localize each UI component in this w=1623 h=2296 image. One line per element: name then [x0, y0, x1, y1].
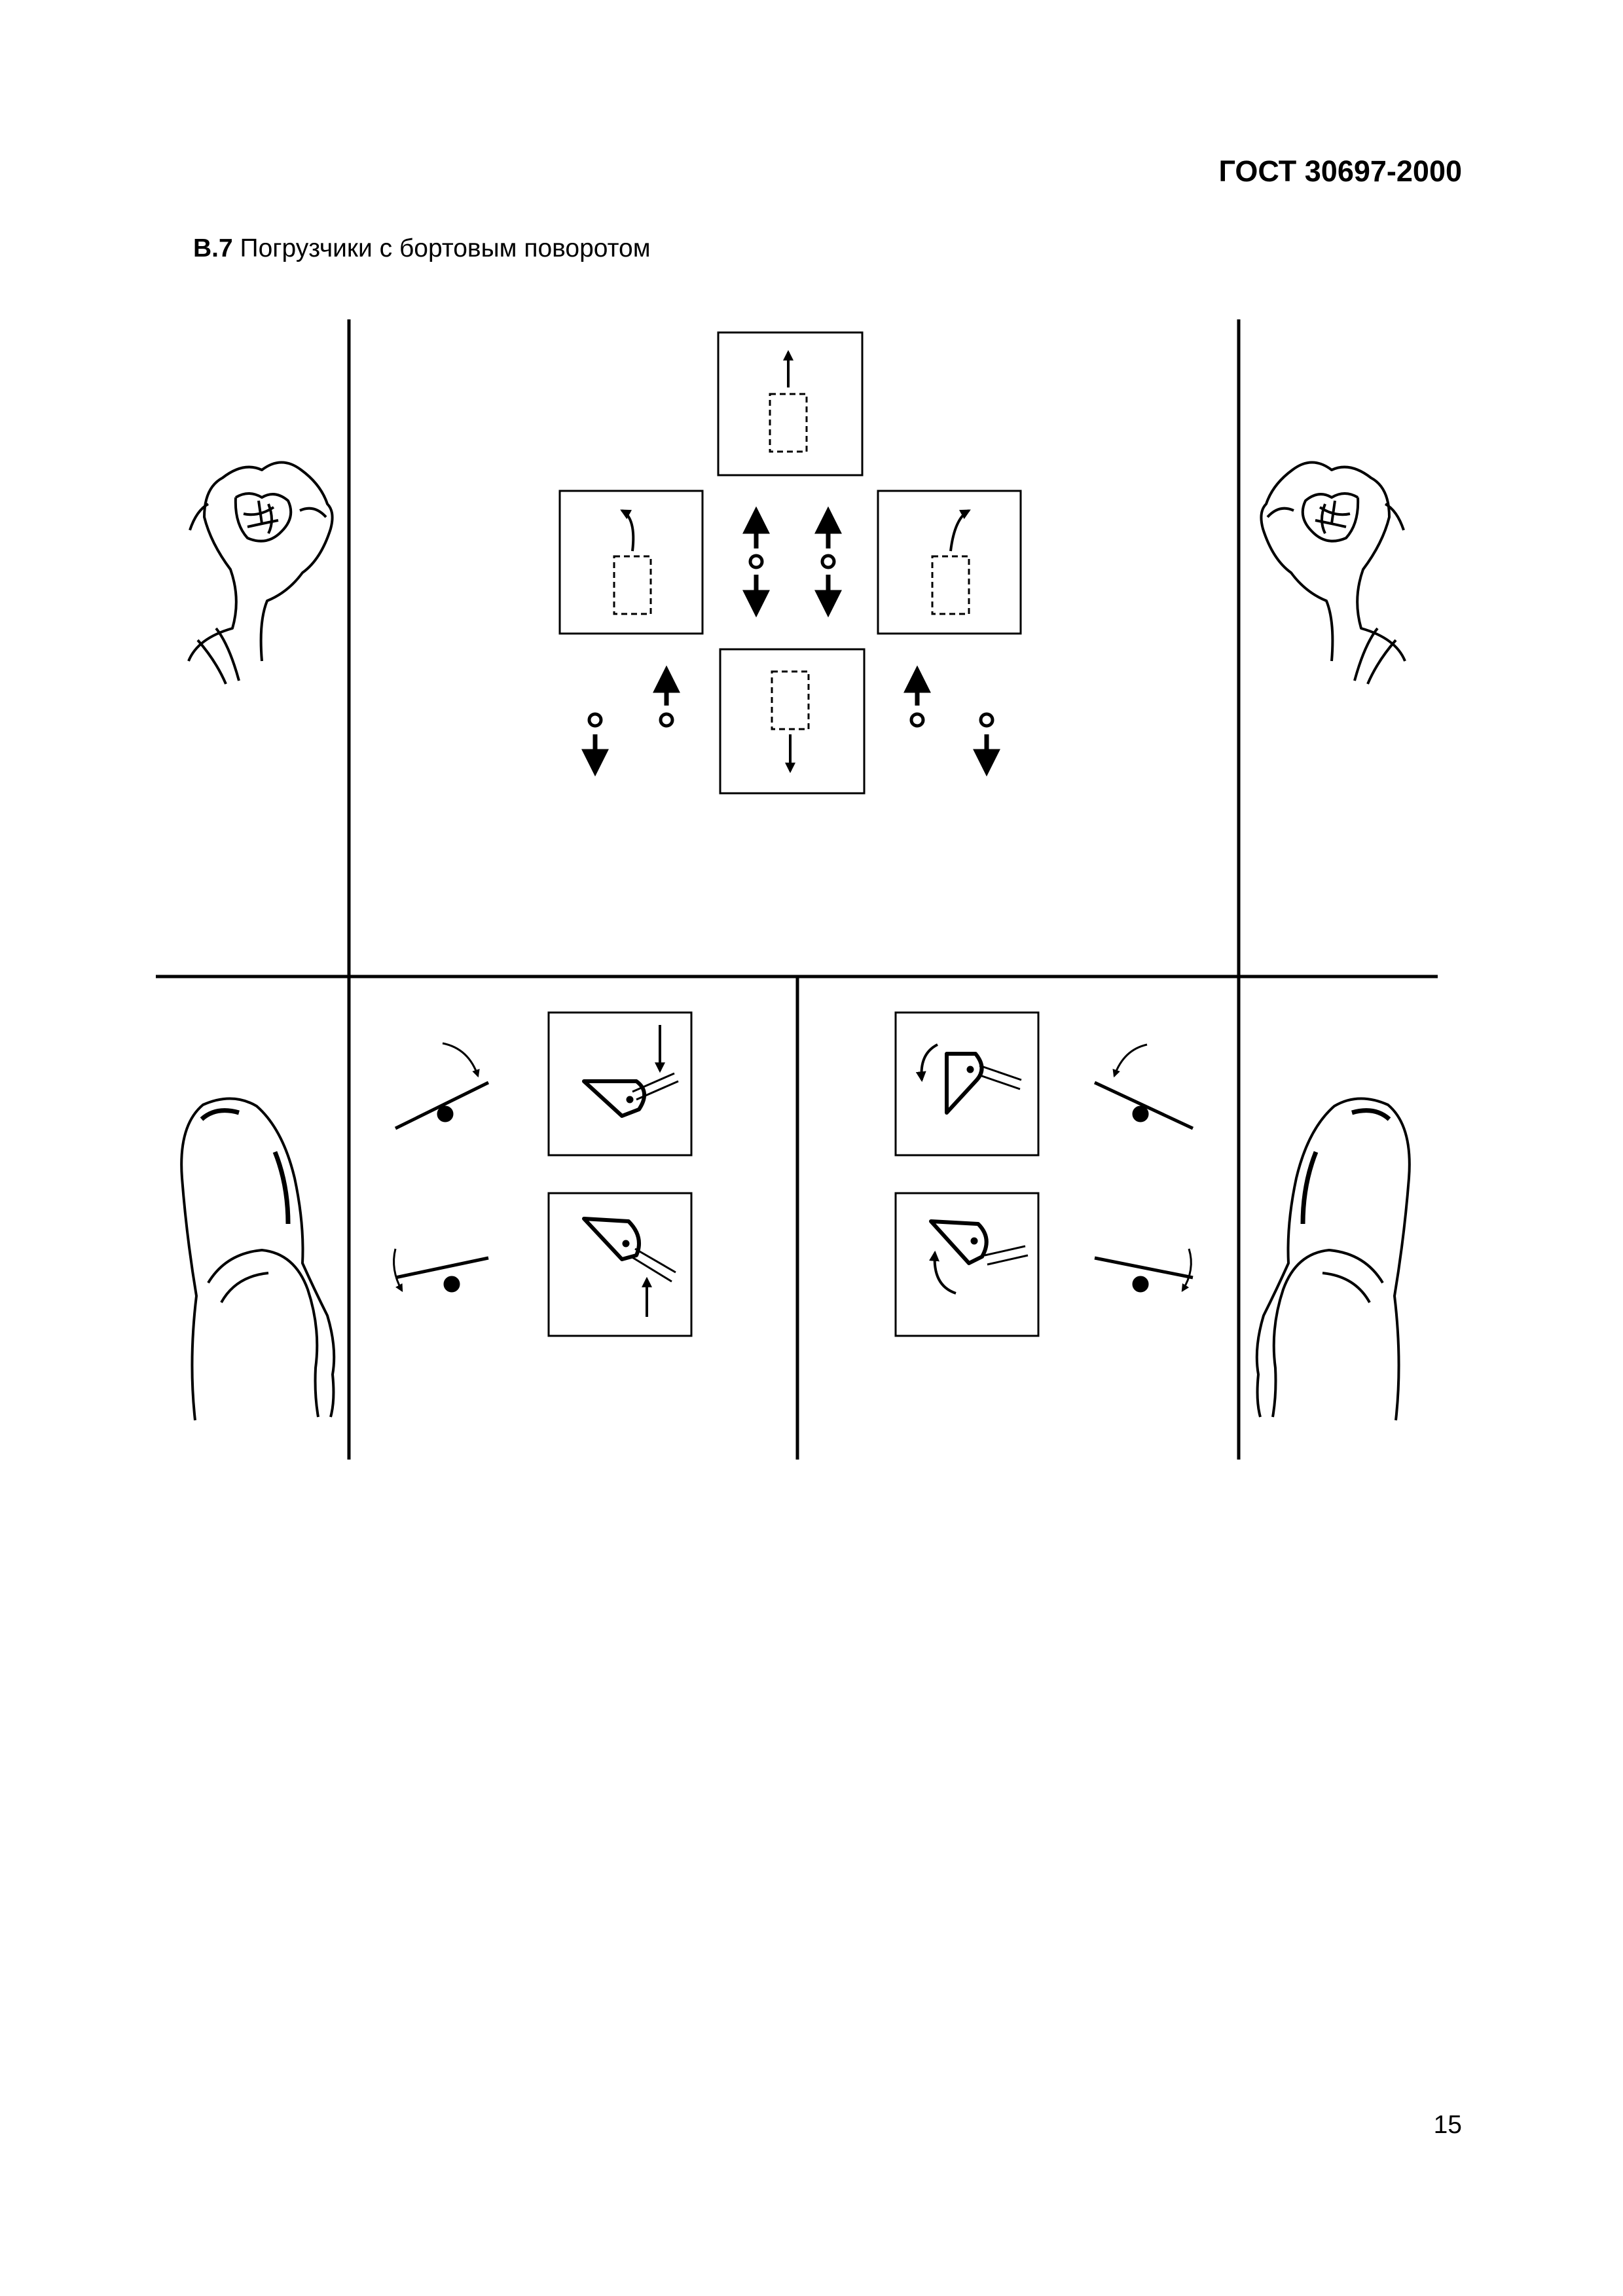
right-foot-icon: [1255, 1097, 1411, 1421]
forward-box: [717, 331, 864, 476]
page-number: 15: [1433, 2111, 1462, 2139]
pedal-symbols: [393, 1042, 1194, 1293]
left-hand-fist-icon: [187, 461, 334, 685]
right-turn-box: [877, 490, 1022, 635]
pedal-right-top: [1093, 1043, 1194, 1130]
section-title: Погрузчики с бортовым поворотом: [240, 234, 651, 262]
frame-lines: [156, 319, 1438, 1460]
boom-raise-box: [547, 1192, 693, 1337]
lever-right-down: [973, 712, 1000, 777]
lever-right-up: [903, 665, 931, 728]
reverse-box: [719, 648, 866, 795]
lever-left-up: [653, 665, 680, 728]
pedal-left-top: [394, 1042, 490, 1130]
section-caption: В.7 Погрузчики с бортовым поворотом: [193, 234, 651, 263]
travel-control-boxes: [558, 331, 1022, 795]
left-turn-box: [558, 490, 704, 635]
bucket-curl-box: [894, 1192, 1040, 1337]
bucket-dump-box: [894, 1011, 1040, 1157]
section-number: В.7: [193, 234, 233, 262]
right-hand-fist-icon: [1260, 461, 1406, 685]
doc-code: ГОСТ 30697-2000: [1218, 154, 1462, 188]
lever-center-right: [814, 506, 842, 618]
lever-arrows: [581, 506, 1000, 777]
lever-center-left: [742, 506, 770, 618]
left-foot-icon: [180, 1097, 336, 1421]
pedal-left-bottom: [393, 1248, 489, 1293]
boom-lower-box: [547, 1011, 693, 1157]
lever-left-down: [581, 712, 609, 777]
boom-bucket-boxes: [547, 1011, 1040, 1337]
pedal-right-bottom: [1094, 1248, 1194, 1293]
